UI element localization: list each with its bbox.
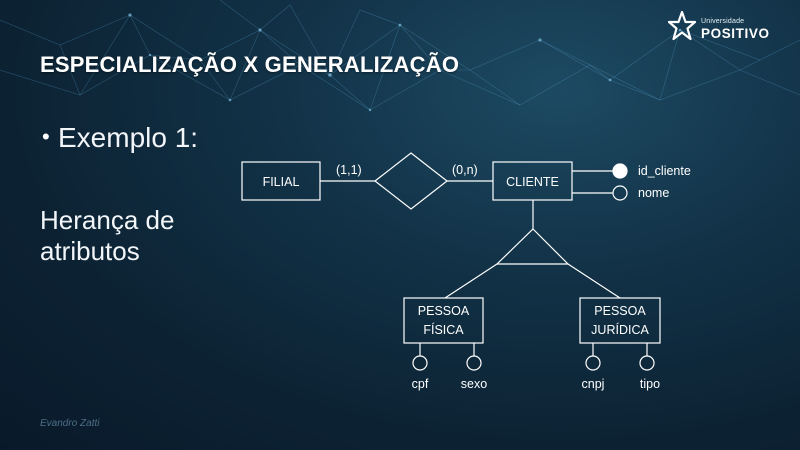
entity-pj-label-2: JURÍDICA — [591, 322, 649, 337]
subtitle-line-1: Herança de — [40, 205, 175, 235]
cardinality-left: (1,1) — [336, 163, 362, 177]
attr-sexo-label: sexo — [461, 377, 487, 391]
attr-nome-label: nome — [638, 186, 669, 200]
cardinality-right: (0,n) — [452, 163, 478, 177]
entity-pessoa-fisica — [403, 297, 484, 344]
entity-filial — [241, 161, 321, 201]
attr-cnpj-label: cnpj — [582, 377, 605, 391]
entity-pf-label-1: PESSOA — [418, 304, 470, 318]
link-triangle-pj — [567, 263, 621, 299]
entity-pf-label-2: FÍSICA — [423, 322, 464, 337]
attr-id-cliente-label: id_cliente — [638, 164, 691, 178]
network-background — [0, 0, 800, 112]
entity-cliente-label: CLIENTE — [506, 175, 559, 189]
attr-sexo-circle — [466, 355, 482, 371]
relationship-diamond — [374, 152, 448, 210]
bullet-text: Exemplo 1: — [58, 122, 199, 153]
bullet-icon: • — [42, 124, 50, 149]
attr-tipo-circle — [639, 355, 655, 371]
university-logo: Universidade POSITIVO — [668, 10, 793, 44]
entity-pj-label-1: PESSOA — [594, 304, 646, 318]
subtitle: Herança de atributos — [40, 205, 240, 267]
attr-tipo-label: tipo — [640, 377, 660, 391]
attr-cnpj-circle — [585, 355, 601, 371]
author-footer: Evandro Zatti — [40, 418, 100, 429]
logo-small-text: Universidade — [701, 18, 745, 25]
subtitle-line-2: atributos — [40, 236, 140, 266]
slide-title: ESPECIALIZAÇÃO X GENERALIZAÇÃO — [40, 52, 460, 77]
entity-filial-label: FILIAL — [263, 175, 300, 189]
attr-nome-circle — [612, 185, 628, 201]
entity-cliente — [492, 161, 573, 201]
attr-cpf-circle — [412, 355, 428, 371]
link-triangle-pf — [444, 263, 498, 299]
star-icon — [668, 10, 696, 41]
entity-pessoa-juridica — [579, 297, 661, 344]
logo-big-text: POSITIVO — [701, 26, 770, 41]
specialization-triangle — [495, 228, 570, 265]
attr-id-cliente-circle — [612, 163, 628, 179]
attr-cpf-label: cpf — [412, 377, 429, 391]
